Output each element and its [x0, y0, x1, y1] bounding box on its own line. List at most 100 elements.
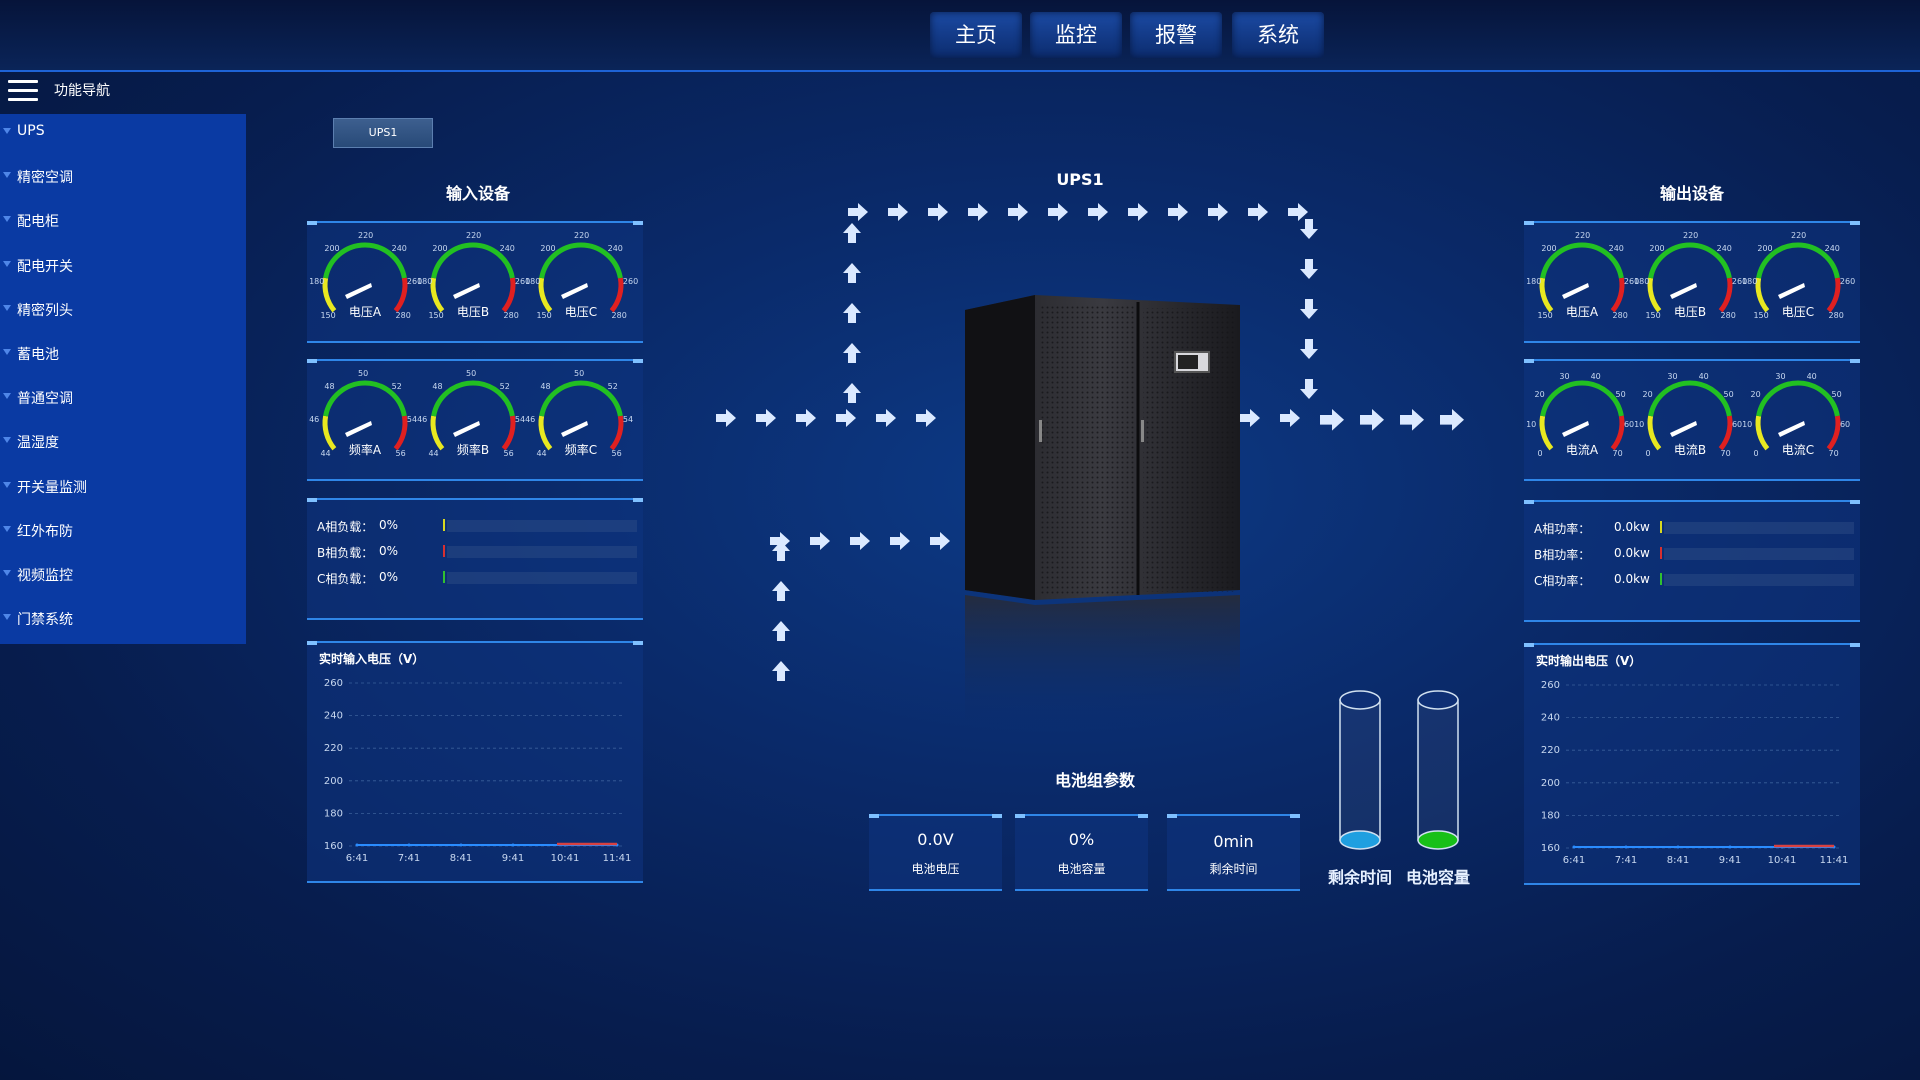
- gauge-tick-label: 240: [499, 244, 515, 254]
- gauge-tick-label: 260: [1839, 277, 1856, 287]
- sidebar-item[interactable]: UPS: [0, 115, 246, 151]
- flow-arrow-icon: [968, 203, 988, 221]
- gauge-tick-label: 30: [1667, 371, 1678, 381]
- flow-arrow-icon: [1360, 409, 1384, 431]
- sidebar-item[interactable]: 开关量监测: [0, 469, 246, 505]
- flow-arrow-icon: [796, 409, 816, 427]
- expand-triangle-icon: [3, 216, 11, 223]
- flow-arrow-icon: [772, 661, 790, 681]
- battery-capacity-box: 0% 电池容量: [1015, 814, 1148, 891]
- gauge-tick-label: 280: [1720, 311, 1736, 321]
- remaining-time-tube: [1339, 690, 1381, 850]
- load-row-bar: [447, 520, 637, 532]
- flow-arrow-icon: [843, 383, 861, 403]
- gauge-tick-label: 10: [1634, 420, 1645, 430]
- gauge-tick-label: 240: [1716, 244, 1732, 254]
- gauge-tick-label: 220: [1683, 231, 1699, 240]
- nav-home-button[interactable]: 主页: [930, 12, 1022, 58]
- gauge-tick-label: 46: [525, 415, 536, 425]
- ups-cabinet-image: [965, 295, 1240, 730]
- sidebar-item[interactable]: 温湿度: [0, 424, 246, 460]
- gauge-dial: [430, 380, 516, 451]
- battery-capacity-label: 电池容量: [1057, 862, 1106, 876]
- gauge-tick-label: 220: [358, 231, 374, 240]
- x-tick-label: 10:41: [551, 853, 580, 864]
- sidebar-item-label: 普通空调: [17, 391, 73, 408]
- expand-triangle-icon: [3, 481, 11, 488]
- gauge-label: 电压B: [1673, 305, 1707, 319]
- expand-triangle-icon: [3, 128, 11, 134]
- sidebar-item[interactable]: 门禁系统: [0, 601, 246, 637]
- sidebar-item[interactable]: 普通空调: [0, 380, 246, 416]
- sidebar-item[interactable]: 蓄电池: [0, 336, 246, 372]
- flow-arrow-icon: [1300, 379, 1318, 399]
- sidebar-item[interactable]: 配电柜: [0, 203, 246, 239]
- sidebar-item[interactable]: 视频监控: [0, 557, 246, 593]
- gauge-tick-label: 20: [1534, 390, 1545, 400]
- load-row: B相负载：0%: [317, 544, 637, 560]
- power-row: B相功率：0.0kw: [1534, 546, 1854, 562]
- input-chart-title: 实时输入电压（V）: [319, 652, 425, 666]
- gauge-tick-label: 180: [525, 277, 541, 287]
- ups-title: UPS1: [1056, 170, 1104, 189]
- sidebar-item[interactable]: 配电开关: [0, 248, 246, 284]
- sidebar-item[interactable]: 红外布防: [0, 513, 246, 549]
- nav-alarm-button[interactable]: 报警: [1130, 12, 1222, 58]
- gauge-tick-label: 240: [1824, 244, 1840, 254]
- sidebar-item[interactable]: 精密列头: [0, 292, 246, 328]
- flow-arrow-icon: [916, 409, 936, 427]
- gauge-tick-label: 200: [1541, 244, 1557, 254]
- gauge-tick-label: 0: [1753, 449, 1759, 459]
- flow-arrow-icon: [928, 203, 948, 221]
- sidebar-item-label: 配电开关: [17, 258, 73, 275]
- x-tick-label: 11:41: [603, 853, 632, 864]
- flow-arrows: [716, 203, 1464, 681]
- x-tick-label: 9:41: [502, 853, 524, 864]
- sidebar-item-label: 温湿度: [17, 435, 59, 452]
- gauge-tick-label: 50: [1615, 390, 1626, 400]
- gauge-label: 电压C: [564, 305, 598, 319]
- data-point: [407, 843, 411, 847]
- y-tick-label: 160: [1541, 843, 1560, 854]
- gauge-label: 电压B: [456, 305, 490, 319]
- gauge-tick-label: 280: [1612, 311, 1628, 321]
- gauge-tick-label: 30: [1775, 371, 1786, 381]
- nav-monitor-button[interactable]: 监控: [1030, 12, 1122, 58]
- flow-arrow-icon: [1300, 219, 1318, 239]
- sidebar-item[interactable]: 精密空调: [0, 159, 246, 195]
- load-row-label: B相负载：: [317, 546, 374, 560]
- menu-icon[interactable]: [8, 80, 38, 102]
- gauge-tick-label: 10: [1742, 420, 1753, 430]
- gauge-tick-label: 200: [540, 244, 556, 254]
- gauge-tick-label: 30: [1559, 371, 1570, 381]
- nav-system-button[interactable]: 系统: [1232, 12, 1324, 58]
- gauge-tick-label: 150: [428, 311, 444, 321]
- gauge-label: 电流C: [1781, 443, 1815, 457]
- gauge-tick-label: 220: [1791, 231, 1807, 240]
- remaining-time-box: 0min 剩余时间: [1167, 814, 1300, 891]
- flow-arrow-icon: [843, 343, 861, 363]
- battery-section-title: 电池组参数: [1054, 771, 1135, 790]
- gauge-dial: [322, 380, 408, 451]
- power-row-value: 0.0kw: [1614, 572, 1650, 586]
- device-ups1-button[interactable]: UPS1: [333, 118, 433, 148]
- flow-arrow-icon: [756, 409, 776, 427]
- gauge-tick-label: 200: [1757, 244, 1773, 254]
- flow-arrow-icon: [1300, 299, 1318, 319]
- x-tick-label: 10:41: [1768, 855, 1797, 866]
- x-tick-label: 7:41: [398, 853, 420, 864]
- power-row-label: C相功率：: [1534, 574, 1591, 588]
- gauge-label: 频率C: [564, 443, 598, 457]
- flow-arrow-icon: [1168, 203, 1188, 221]
- gauge-tick-label: 200: [324, 244, 340, 254]
- y-tick-label: 260: [1541, 680, 1560, 691]
- expand-triangle-icon: [3, 393, 11, 400]
- battery-voltage-label: 电池电压: [911, 862, 960, 876]
- y-tick-label: 160: [324, 841, 343, 852]
